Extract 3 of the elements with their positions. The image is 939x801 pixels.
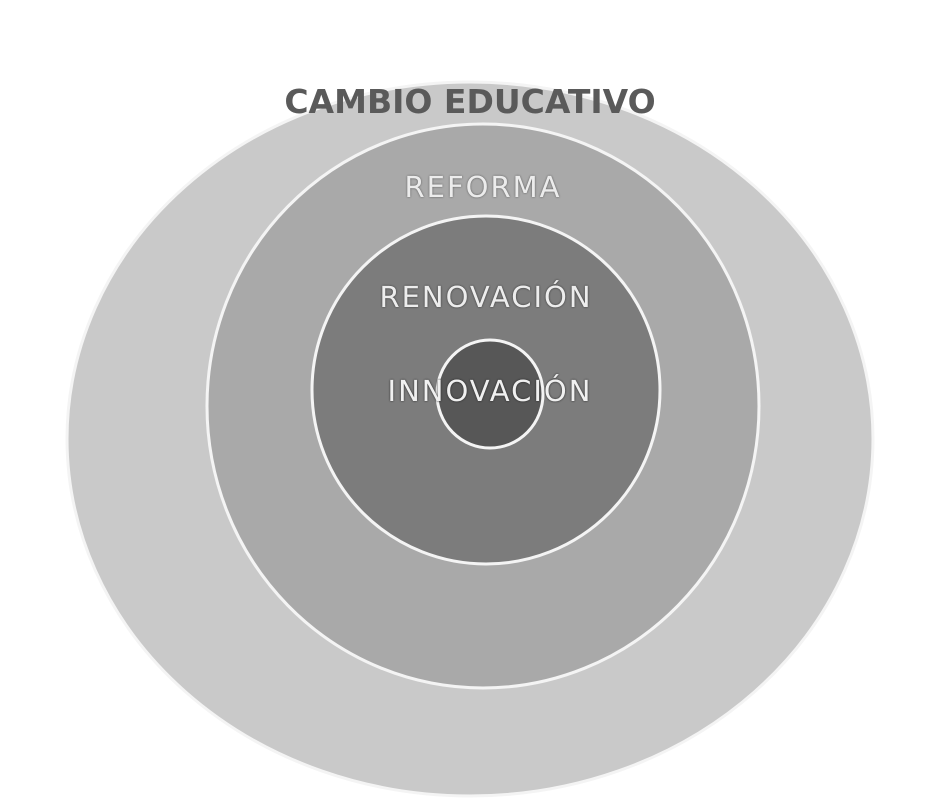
ring-label: REFORMA bbox=[404, 170, 562, 204]
ring-label: RENOVACIÓN bbox=[378, 280, 594, 314]
ring-label: CAMBIO EDUCATIVO bbox=[283, 82, 657, 121]
